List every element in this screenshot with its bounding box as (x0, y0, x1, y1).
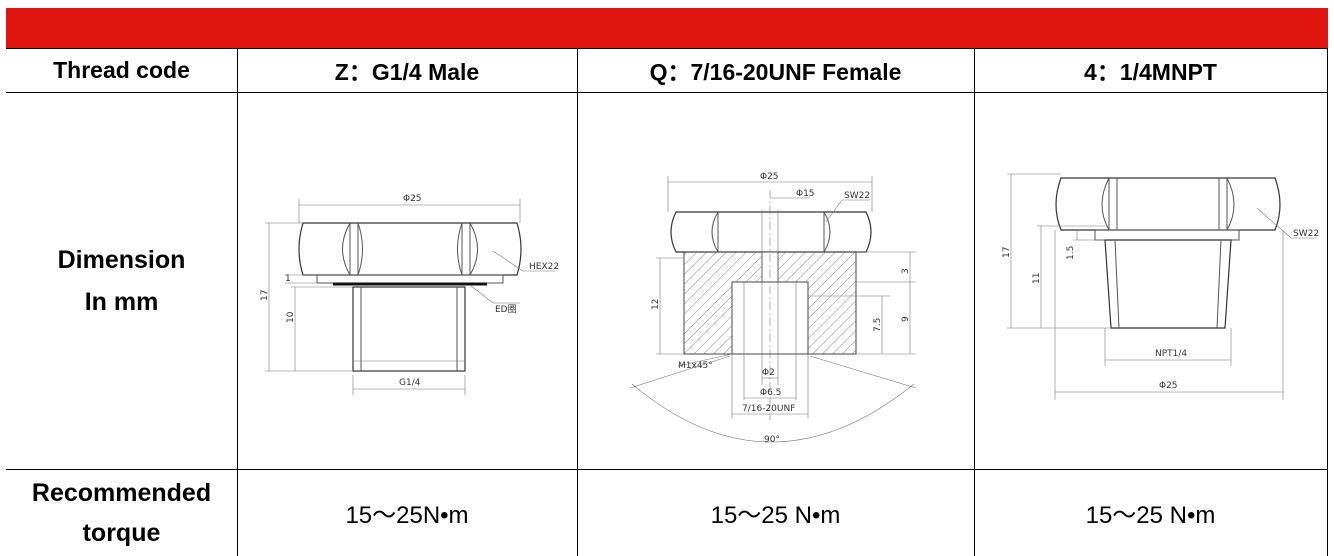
torque-value-4: 15～25 N•m (1085, 502, 1216, 529)
torque-label: Recommended torque (6, 469, 237, 556)
dim-h10: 10 (286, 311, 296, 323)
dim-g14: G1/4 (399, 378, 421, 388)
column-divider (577, 48, 578, 556)
header-thread-code: Thread code (53, 56, 190, 83)
dim-seal: ED圈 (495, 304, 517, 315)
drawing-unf-female: Φ25 Φ15 SW22 3 9 7.5 12 M1x45° Φ2 Φ6.5 7… (629, 172, 917, 445)
dim-q-unf: 7/16-20UNF (742, 404, 795, 414)
dim-n-h11: 11 (1032, 273, 1042, 284)
dim-hex22: HEX22 (529, 262, 559, 272)
dim-d25: Φ25 (403, 194, 422, 204)
dim-n-h15: 1.5 (1066, 246, 1076, 260)
row-divider (6, 48, 1328, 49)
torque-label-line2: torque (82, 518, 161, 547)
table-right-border (1327, 48, 1328, 556)
torque-value-z: 15～25N•m (345, 502, 469, 529)
dim-n-sw22: SW22 (1293, 229, 1319, 239)
dim-n-h17: 17 (1002, 247, 1012, 258)
header-red-bar (6, 8, 1328, 48)
dim-q-angle: 90° (764, 435, 780, 445)
torque-label-line1: Recommended (31, 478, 212, 507)
dimension-label: Dimension In mm (6, 92, 237, 469)
dimension-label-line2: In mm (84, 287, 159, 316)
dim-h1: 1 (285, 274, 291, 284)
column-divider (237, 48, 238, 556)
dim-q-chamfer: M1x45° (678, 361, 713, 371)
dim-q-h12: 12 (651, 299, 661, 310)
dim-q-sw22: SW22 (844, 191, 870, 201)
spec-table: Thread code Z：G1/4 Male Q：7/16-20UNF Fem… (6, 48, 1328, 556)
dim-n-npt: NPT1/4 (1155, 349, 1187, 359)
dim-q-h75: 7.5 (873, 318, 883, 332)
dimension-label-line1: Dimension (57, 245, 186, 274)
header-col-z: Z：G1/4 Male (334, 59, 480, 85)
row-divider (6, 92, 1328, 93)
drawing-g14-male: Φ25 HEX22 ED圈 17 10 1 G1/4 (260, 194, 559, 395)
column-divider (974, 48, 975, 556)
dim-q-h3: 3 (901, 268, 911, 274)
dim-q-d15: Φ15 (796, 189, 815, 199)
dim-h17: 17 (260, 290, 270, 301)
row-divider (6, 469, 1328, 470)
dim-q-d65: Φ6.5 (760, 388, 781, 398)
header-col-4: 4：1/4MNPT (1084, 59, 1217, 85)
dim-q-d25: Φ25 (760, 172, 779, 182)
drawing-npt: SW22 17 11 1.5 NPT1/4 Φ25 (1002, 173, 1319, 400)
dim-q-h9: 9 (901, 316, 911, 322)
dim-n-d25: Φ25 (1159, 381, 1178, 391)
dim-q-d2: Φ2 (762, 368, 775, 378)
header-col-q: Q：7/16-20UNF Female (649, 59, 902, 85)
torque-value-q: 15～25 N•m (710, 502, 841, 529)
